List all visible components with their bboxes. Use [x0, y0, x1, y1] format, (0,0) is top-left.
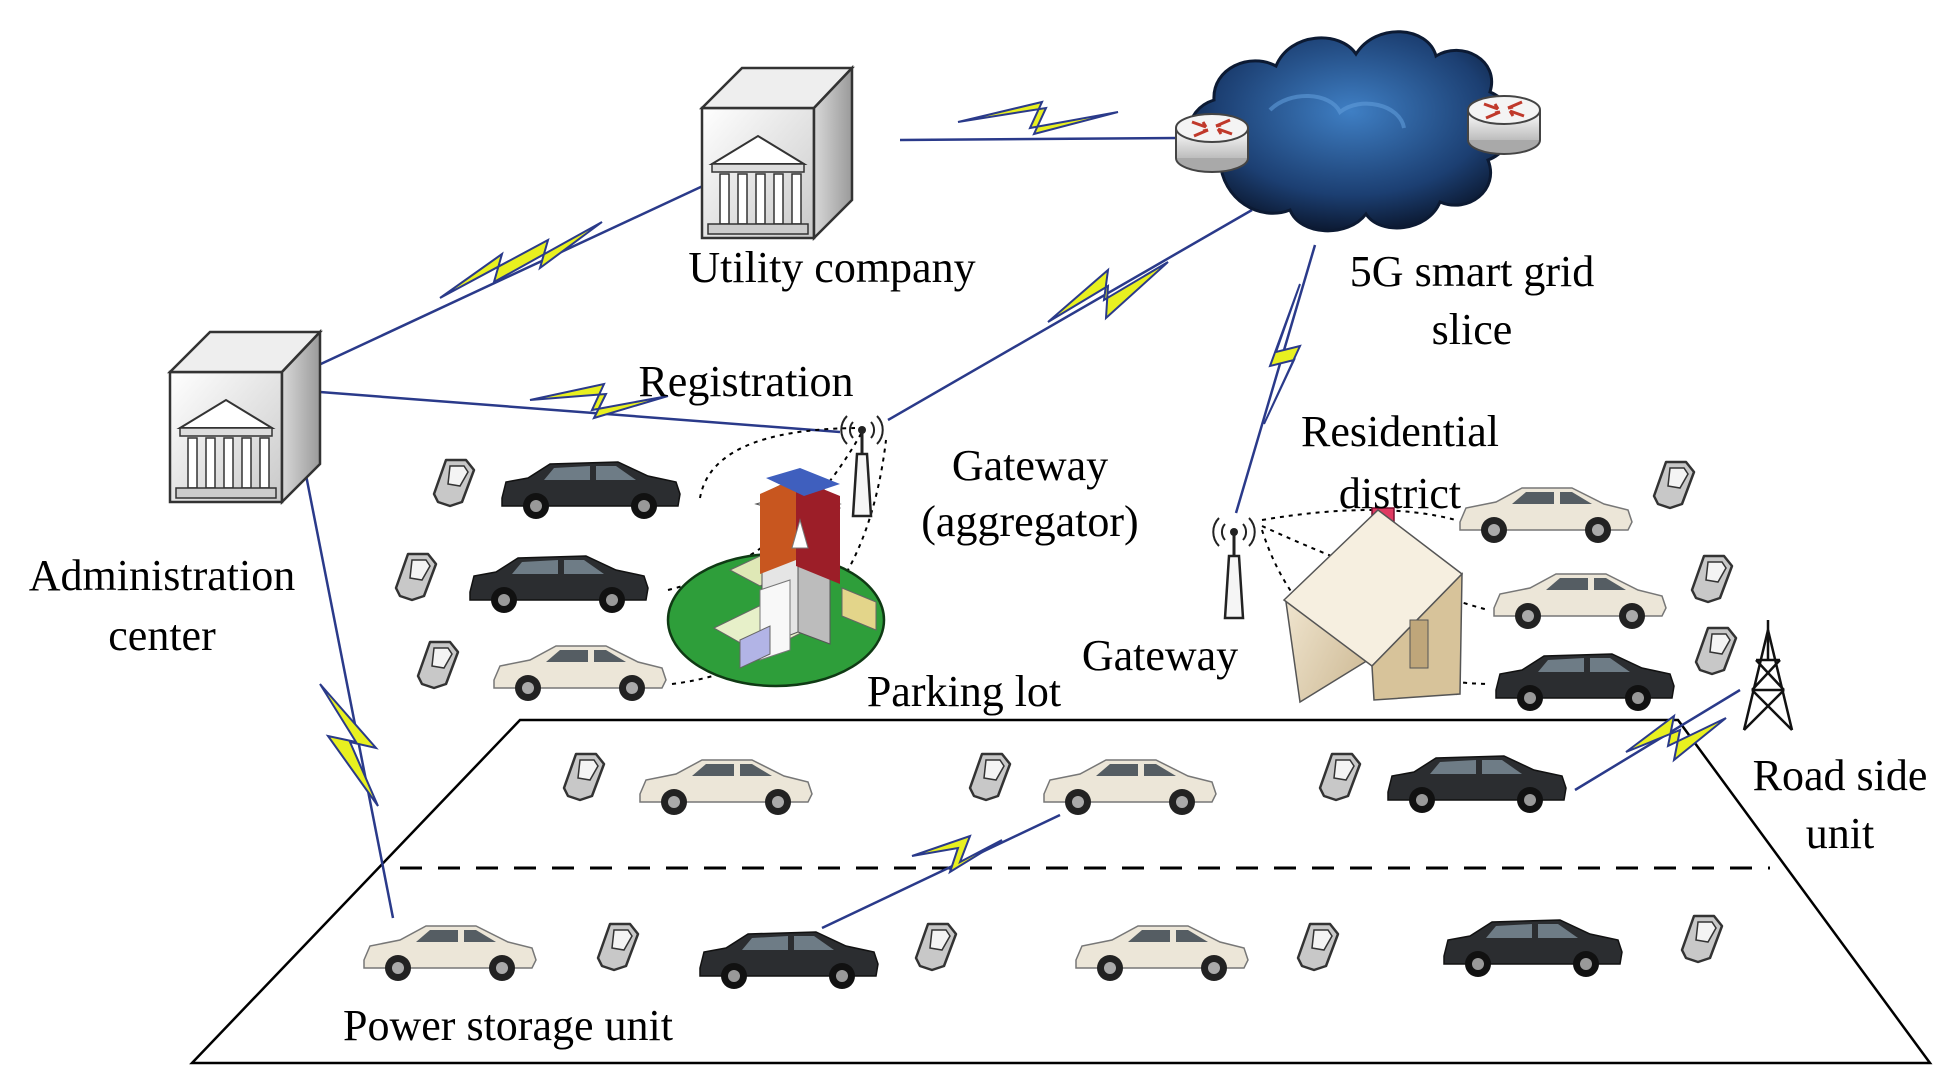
- car-dark-icon: [699, 931, 879, 990]
- phone-icon: [968, 752, 1012, 802]
- car-dark-icon: [469, 555, 649, 614]
- parking-lot-icon: [666, 468, 886, 688]
- phone-icon: [1652, 460, 1696, 510]
- house-icon: [1282, 507, 1464, 704]
- label-power-storage-unit: Power storage unit: [343, 1001, 673, 1050]
- phone-icon: [1680, 914, 1724, 964]
- phone-icon: [1690, 554, 1734, 604]
- label-utility-company: Utility company: [688, 243, 975, 292]
- phone-icon: [596, 922, 640, 972]
- label-road-side-unit-line2: unit: [1806, 809, 1874, 858]
- bolt-cloud-gateway: [1047, 261, 1169, 323]
- road-plane: [189, 718, 1933, 1065]
- car-light-icon: [639, 759, 813, 816]
- utility-building-icon: [700, 66, 854, 240]
- phone-icon: [394, 552, 438, 602]
- label-gateway: Gateway: [1082, 631, 1238, 680]
- phone-icon: [1318, 752, 1362, 802]
- bolt-admin-gateway: [529, 382, 669, 420]
- phone-icon: [1296, 922, 1340, 972]
- car-dark-icon: [1443, 919, 1623, 978]
- label-residential-line2: district: [1339, 469, 1461, 518]
- car-dark-icon: [1387, 755, 1567, 814]
- car-dark-icon: [1495, 653, 1675, 712]
- car-light-icon: [1075, 925, 1249, 982]
- label-parking-lot: Parking lot: [867, 667, 1061, 716]
- bolt-car-car: [911, 834, 1003, 875]
- phone-icon: [914, 922, 958, 972]
- label-5g-slice-line2: slice: [1432, 305, 1513, 354]
- label-administration-line1: Administration: [29, 551, 295, 600]
- gateway-aggregator-antenna-icon: [839, 414, 885, 518]
- car-light-icon: [1493, 573, 1667, 630]
- car-light-icon: [1459, 487, 1633, 544]
- phone-icon: [562, 752, 606, 802]
- bolt-utility-admin: [439, 221, 603, 299]
- label-administration-line2: center: [108, 611, 216, 660]
- lightning-bolts: [319, 100, 1727, 875]
- phone-icon: [416, 640, 460, 690]
- bolt-rsu-car: [1625, 713, 1727, 763]
- phone-icon: [432, 458, 476, 508]
- car-light-icon: [363, 925, 537, 982]
- car-light-icon: [1043, 759, 1217, 816]
- label-gateway-aggregator-line2: (aggregator): [921, 497, 1138, 546]
- bolt-utility-cloud: [957, 100, 1119, 136]
- label-registration: Registration: [638, 357, 853, 406]
- router-icon-left: [1174, 112, 1250, 174]
- phone-icon: [1694, 626, 1738, 676]
- gateway-antenna-icon: [1211, 516, 1257, 620]
- router-icon-right: [1466, 94, 1542, 156]
- admin-building-icon: [168, 330, 322, 504]
- links: [294, 136, 1741, 930]
- label-road-side-unit-line1: Road side: [1753, 751, 1928, 800]
- car-dark-icon: [501, 461, 681, 520]
- label-gateway-aggregator-line1: Gateway: [952, 441, 1108, 490]
- bolt-cloud-residential: [1263, 283, 1302, 425]
- car-light-icon: [493, 645, 667, 702]
- cloud-icon: [1188, 30, 1514, 233]
- label-residential-line1: Residential: [1301, 407, 1499, 456]
- road-side-unit-tower-icon: [1742, 620, 1794, 731]
- bolt-admin-storage: [319, 683, 379, 807]
- label-5g-slice-line1: 5G smart grid: [1350, 247, 1594, 296]
